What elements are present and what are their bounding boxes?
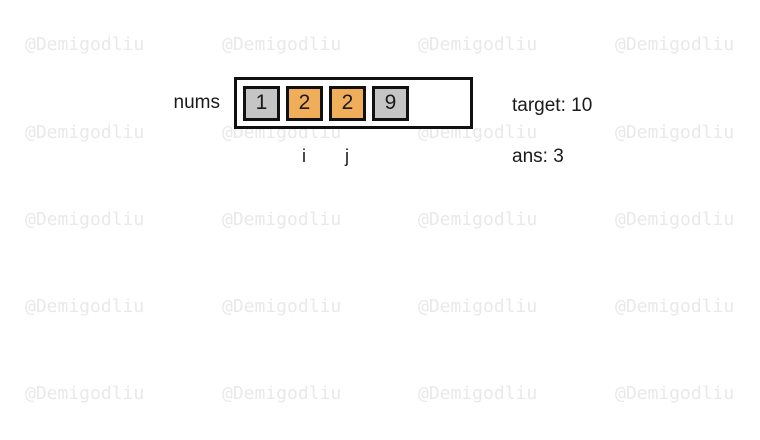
target-label: target: 10: [512, 95, 593, 116]
watermark-text: @Demigodliu: [615, 296, 735, 317]
watermark-text: @Demigodliu: [418, 383, 538, 404]
watermark-text: @Demigodliu: [222, 296, 342, 317]
watermark-text: @Demigodliu: [418, 296, 538, 317]
watermark-text: @Demigodliu: [418, 34, 538, 55]
watermark-text: @Demigodliu: [615, 383, 735, 404]
watermark-text: @Demigodliu: [615, 34, 735, 55]
watermark-text: @Demigodliu: [25, 383, 145, 404]
array-container: 1 2 2 9: [234, 77, 473, 129]
ans-label: ans: 3: [512, 146, 564, 167]
array-cell-3: 9: [372, 85, 409, 121]
watermark-text: @Demigodliu: [222, 34, 342, 55]
watermark-text: @Demigodliu: [615, 209, 735, 230]
pointer-i-label: i: [302, 146, 306, 166]
array-cell-1: 2: [286, 85, 323, 121]
watermark-text: @Demigodliu: [615, 122, 735, 143]
array-cell-2: 2: [329, 85, 366, 121]
pointer-j-label: j: [345, 146, 349, 166]
watermark-text: @Demigodliu: [25, 122, 145, 143]
watermark-text: @Demigodliu: [222, 383, 342, 404]
watermark-text: @Demigodliu: [222, 209, 342, 230]
array-cell-0: 1: [243, 85, 280, 121]
watermark-text: @Demigodliu: [25, 34, 145, 55]
watermark-text: @Demigodliu: [25, 296, 145, 317]
watermark-text: @Demigodliu: [25, 209, 145, 230]
watermark-text: @Demigodliu: [418, 209, 538, 230]
array-name-label: nums: [173, 92, 220, 113]
